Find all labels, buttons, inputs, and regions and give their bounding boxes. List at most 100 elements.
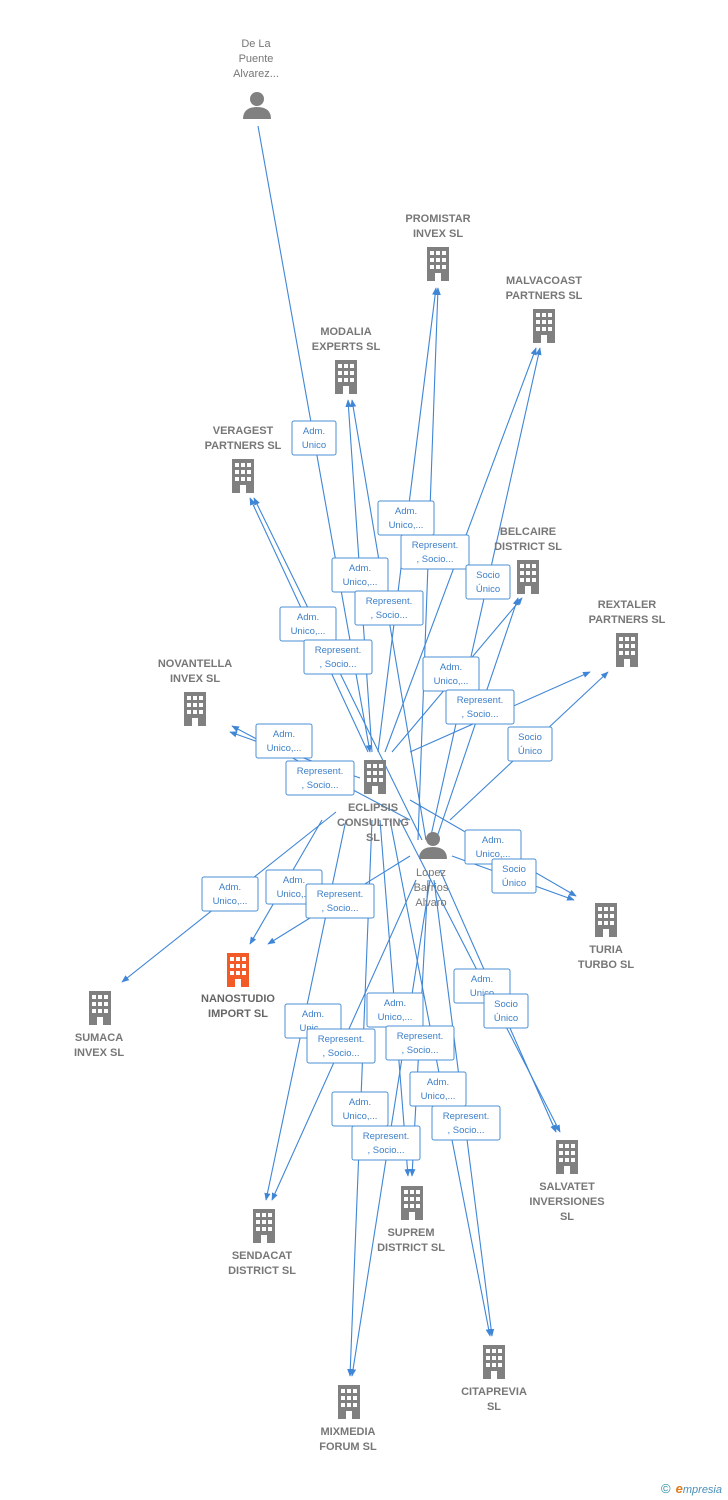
company-node-suprem[interactable]: SUPREM DISTRICT SL [377,1186,445,1254]
building-icon [401,1186,423,1220]
relation-label[interactable]: Represent., Socio... [354,590,424,626]
building-icon [364,760,386,794]
svg-text:EXPERTS SL: EXPERTS SL [312,341,381,353]
svg-text:SL: SL [366,832,380,844]
svg-text:Alvarez...: Alvarez... [233,68,279,80]
building-icon [338,1385,360,1419]
company-node-modalia[interactable]: MODALIA EXPERTS SL [312,326,381,394]
building-icon [253,1209,275,1243]
svg-text:INVEX SL: INVEX SL [74,1047,124,1059]
svg-text:Único: Único [502,878,526,889]
relation-label[interactable]: Represent., Socio... [431,1105,501,1141]
building-icon [556,1140,578,1174]
relation-label[interactable]: Represent., Socio... [351,1125,421,1161]
relation-label[interactable]: Represent., Socio... [285,760,355,796]
svg-text:Adm.: Adm. [302,1009,324,1020]
svg-text:PROMISTAR: PROMISTAR [405,213,470,225]
building-icon [184,692,206,726]
company-node-rextaler[interactable]: REXTALER PARTNERS SL [589,599,666,667]
svg-text:PARTNERS SL: PARTNERS SL [589,614,666,626]
svg-text:Socio: Socio [502,864,526,875]
svg-text:Socio: Socio [494,999,518,1010]
company-node-eclipsis[interactable]: ECLIPSIS CONSULTING SL [337,760,409,844]
company-node-turia[interactable]: TURIA TURBO SL [578,903,635,971]
brand-logo[interactable]: empresia [675,1481,722,1496]
svg-text:Unico,...: Unico,... [291,626,326,637]
relation-label[interactable]: Represent. , Socio... [385,1025,455,1061]
company-node-sumaca[interactable]: SUMACA INVEX SL [74,991,124,1059]
svg-text:Represent.: Represent. [397,1031,443,1042]
svg-text:PARTNERS SL: PARTNERS SL [205,440,282,452]
company-node-citaprevia[interactable]: CITAPREVIA SL [461,1345,527,1413]
svg-text:Lopez: Lopez [416,867,446,879]
svg-text:Adm.: Adm. [283,875,305,886]
relation-label[interactable]: Adm.Unico [291,420,337,456]
relation-label[interactable]: Adm.Unico,... [201,876,259,912]
svg-text:Adm.: Adm. [303,426,325,437]
footer-brand: © empresia [661,1481,722,1496]
building-icon [335,360,357,394]
relation-label[interactable]: Adm.Unico,... [366,992,424,1028]
svg-text:Represent.: Represent. [297,766,343,777]
relation-label[interactable]: Represent., Socio... [445,689,515,725]
svg-text:Represent.: Represent. [318,1034,364,1045]
svg-text:Barrios: Barrios [414,882,449,894]
relation-label[interactable]: Adm.Unico,... [331,1091,389,1127]
relation-label[interactable]: Adm. Unico,... [377,500,435,536]
svg-text:Único: Único [494,1013,518,1024]
svg-text:INVEX SL: INVEX SL [413,228,463,240]
svg-text:Adm.: Adm. [219,882,241,893]
svg-text:IMPORT SL: IMPORT SL [208,1008,268,1020]
relation-label[interactable]: Adm.Unico,... [422,656,480,692]
svg-text:Represent.: Represent. [457,695,503,706]
company-node-novantella[interactable]: NOVANTELLA INVEX SL [158,658,232,726]
person-node-de-la-puente[interactable]: De La Puente Alvarez... [233,38,279,119]
svg-text:SALVATET: SALVATET [539,1181,595,1193]
svg-text:ECLIPSIS: ECLIPSIS [348,802,398,814]
svg-text:REXTALER: REXTALER [598,599,657,611]
svg-text:Unico,...: Unico,... [389,520,424,531]
svg-text:, Socio...: , Socio... [320,659,357,670]
svg-text:Adm.: Adm. [349,1097,371,1108]
relation-label[interactable]: Adm.Unico,... [464,829,522,865]
svg-text:Socio: Socio [476,570,500,581]
svg-text:Adm.: Adm. [384,998,406,1009]
svg-text:, Socio...: , Socio... [402,1045,439,1056]
company-node-belcaire[interactable]: BELCAIRE DISTRICT SL [494,526,562,594]
company-node-sendacat[interactable]: SENDACAT DISTRICT SL [228,1209,296,1277]
relation-label[interactable]: Represent., Socio... [305,883,375,919]
svg-text:INVERSIONES: INVERSIONES [529,1196,604,1208]
relation-label[interactable]: Represent., Socio... [303,639,373,675]
company-node-mixmedia[interactable]: MIXMEDIA FORUM SL [319,1385,377,1453]
svg-text:Adm.: Adm. [395,506,417,517]
relation-label[interactable]: Represent. , Socio... [306,1028,376,1064]
svg-text:Unico,...: Unico,... [476,849,511,860]
svg-text:DISTRICT SL: DISTRICT SL [228,1265,296,1277]
svg-text:Represent.: Represent. [443,1111,489,1122]
company-node-nanostudio[interactable]: NANOSTUDIO IMPORT SL [201,953,275,1020]
svg-text:MODALIA: MODALIA [320,326,371,338]
person-node-lopez-barrios[interactable]: Lopez Barrios Alvaro [414,832,449,909]
company-node-veragest[interactable]: VERAGEST PARTNERS SL [205,425,282,493]
svg-text:Alvaro: Alvaro [415,897,446,909]
svg-text:Unico,...: Unico,... [267,743,302,754]
svg-text:DISTRICT SL: DISTRICT SL [377,1242,445,1254]
relation-label[interactable]: Adm.Unico,... [409,1071,467,1107]
company-node-malvacoast[interactable]: MALVACOAST PARTNERS SL [506,275,583,343]
relation-label[interactable]: Adm.Unico,... [255,723,313,759]
svg-text:Unico,...: Unico,... [434,676,469,687]
company-node-salvatet[interactable]: SALVATET INVERSIONES SL [529,1140,605,1223]
svg-text:VERAGEST: VERAGEST [213,425,274,437]
svg-text:, Socio...: , Socio... [323,1048,360,1059]
svg-text:Unico,...: Unico,... [343,577,378,588]
nodes: De La Puente Alvarez... PROMISTAR INVEX … [74,38,666,1453]
person-icon [419,832,447,859]
relation-label[interactable]: Represent., Socio... [400,534,470,570]
relation-label[interactable]: Adm.Unico,... [331,557,389,593]
relation-label[interactable]: Adm.Unico,... [279,606,337,642]
company-node-promistar[interactable]: PROMISTAR INVEX SL [405,213,471,281]
